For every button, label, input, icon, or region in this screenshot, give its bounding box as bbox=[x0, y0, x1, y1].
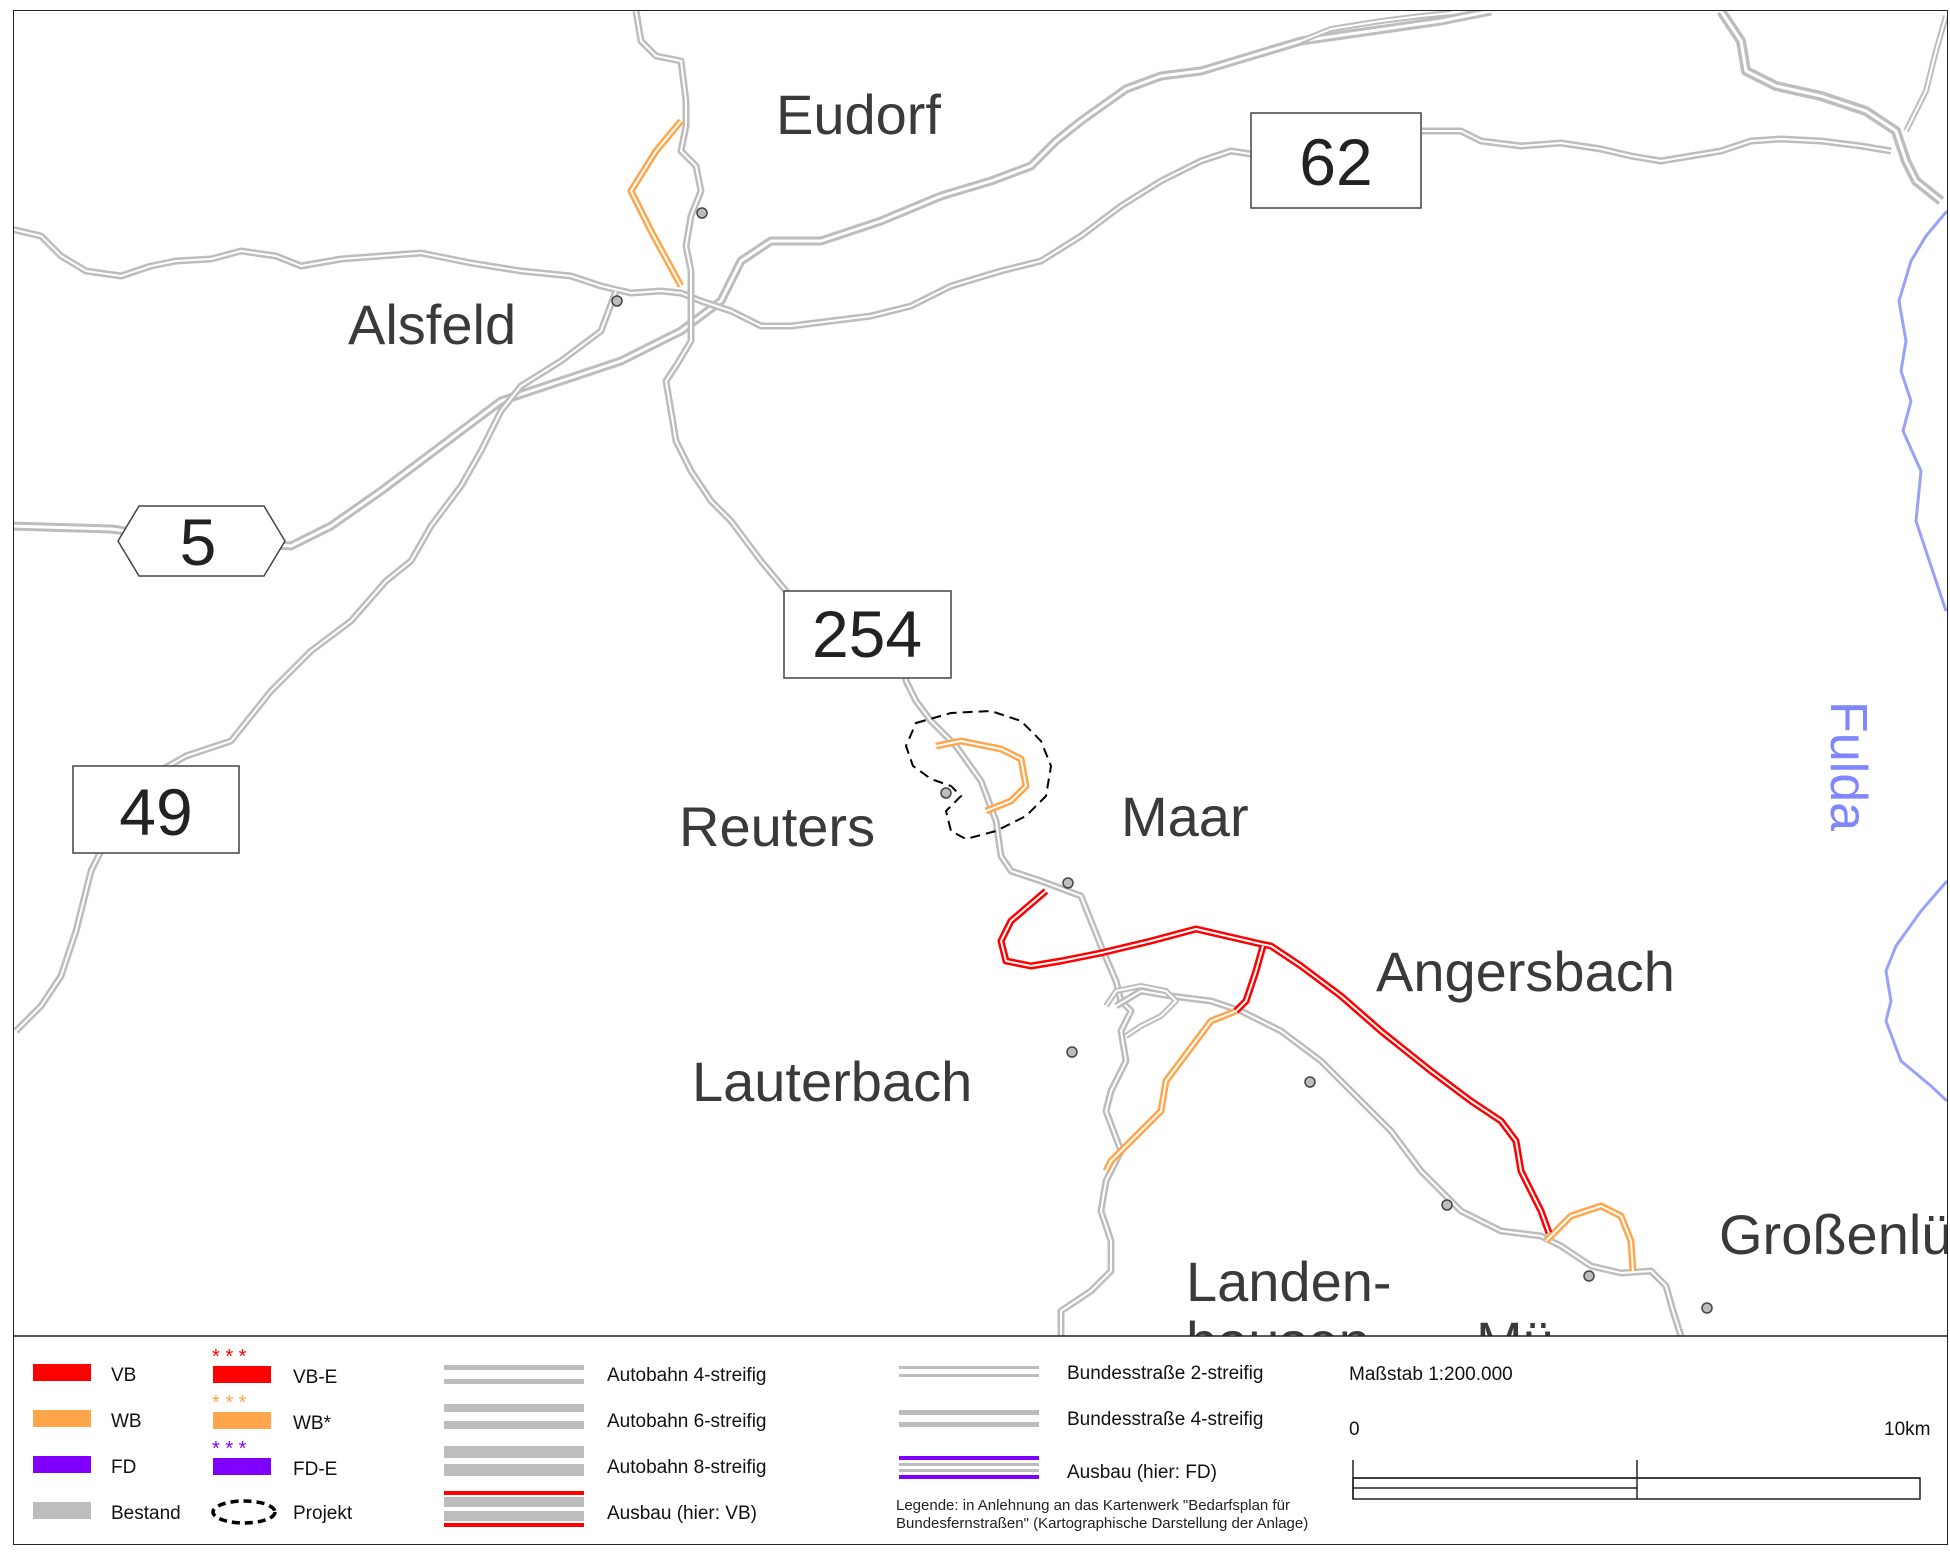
legend-wb-label: WB bbox=[111, 1411, 142, 1432]
legend-fd-swatch bbox=[33, 1456, 91, 1473]
legend-autobahn6-label: Autobahn 6-streifig bbox=[607, 1411, 767, 1432]
legend-projekt-label: Projekt bbox=[293, 1503, 353, 1524]
scale-end-label: 10km bbox=[1884, 1419, 1930, 1440]
place-maar: Maar bbox=[1121, 785, 1249, 848]
shield-b62: 62 bbox=[1250, 112, 1422, 209]
shield-a5-label: 5 bbox=[180, 505, 217, 579]
legend-wbstar-stars: * * * bbox=[212, 1392, 247, 1414]
place-landenhausen-line1: Landen- bbox=[1186, 1250, 1392, 1313]
legend-fde-stars: * * * bbox=[212, 1438, 247, 1460]
legend-vbe-stars: * * * bbox=[212, 1346, 247, 1368]
road-a5 bbox=[14, 11, 1492, 551]
shield-b62-label: 62 bbox=[1299, 125, 1372, 199]
legend-bestand-label: Bestand bbox=[111, 1503, 181, 1524]
legend-note-line2: Bundesfernstraßen" (Kartographische Dars… bbox=[896, 1515, 1308, 1532]
map-frame: 5 62 254 49 Eudorf Alsfeld Reuters Maar … bbox=[13, 10, 1948, 1545]
place-mue: Mü bbox=[1476, 1310, 1554, 1373]
legend-vbe-swatch bbox=[213, 1366, 271, 1383]
legend-bundes4-label: Bundesstraße 4-streifig bbox=[1067, 1409, 1263, 1430]
projekt-outline bbox=[904, 709, 1053, 841]
shield-a49-label: 49 bbox=[119, 775, 192, 849]
place-reuters: Reuters bbox=[679, 795, 875, 858]
shield-b254-label: 254 bbox=[812, 597, 922, 671]
legend-bundes4-symbol bbox=[899, 1410, 1039, 1427]
road-a7 bbox=[1716, 11, 1947, 205]
river-fulda-south bbox=[1884, 880, 1947, 1103]
legend-autobahn6-symbol bbox=[444, 1404, 584, 1429]
legend-fde-label: FD-E bbox=[293, 1459, 337, 1480]
legend-autobahn4-label: Autobahn 4-streifig bbox=[607, 1365, 767, 1386]
river-fulda-label: Fulda bbox=[1819, 701, 1877, 831]
scale-title: Maßstab 1:200.000 bbox=[1349, 1364, 1513, 1385]
legend-bestand-swatch bbox=[33, 1502, 91, 1519]
legend-fd-label: FD bbox=[111, 1457, 136, 1478]
legend-fde-swatch bbox=[213, 1458, 271, 1475]
legend-ausbau-vb-symbol bbox=[444, 1491, 584, 1527]
scale-zero-label: 0 bbox=[1349, 1419, 1360, 1440]
junction-dots bbox=[611, 207, 1713, 1314]
legend-note-line1: Legende: in Anlehnung an das Kartenwerk … bbox=[896, 1497, 1290, 1514]
shield-a5: 5 bbox=[117, 505, 286, 579]
legend: VB WB FD Bestand * * * VB-E * * * WB* * … bbox=[33, 1346, 1930, 1532]
river-fulda bbox=[1897, 210, 1947, 612]
legend-projekt-symbol bbox=[211, 1499, 277, 1525]
legend-autobahn8-label: Autobahn 8-streifig bbox=[607, 1457, 767, 1478]
place-landenhausen-line2: hausen bbox=[1186, 1310, 1370, 1373]
legend-ausbau-vb-label: Ausbau (hier: VB) bbox=[607, 1503, 757, 1524]
legend-vb-swatch bbox=[33, 1364, 91, 1381]
legend-autobahn8-symbol bbox=[444, 1446, 584, 1476]
map-area: 5 62 254 49 Eudorf Alsfeld Reuters Maar … bbox=[14, 11, 1948, 1373]
legend-bundes2-symbol bbox=[899, 1366, 1039, 1377]
wb-projects bbox=[627, 118, 1637, 1272]
bundesstrassen bbox=[14, 11, 1892, 1336]
legend-wbstar-label: WB* bbox=[293, 1413, 332, 1434]
legend-ausbau-fd-symbol bbox=[899, 1456, 1039, 1479]
map-canvas: 5 62 254 49 Eudorf Alsfeld Reuters Maar … bbox=[14, 11, 1948, 1532]
shield-b254: 254 bbox=[783, 590, 952, 679]
place-lauterbach: Lauterbach bbox=[692, 1050, 972, 1113]
legend-wb-swatch bbox=[33, 1410, 91, 1427]
place-eudorf: Eudorf bbox=[776, 83, 941, 146]
vb-projects bbox=[997, 888, 1553, 1235]
legend-vbe-label: VB-E bbox=[293, 1367, 337, 1388]
place-alsfeld: Alsfeld bbox=[348, 293, 516, 356]
legend-autobahn4-symbol bbox=[444, 1365, 584, 1384]
legend-vb-label: VB bbox=[111, 1365, 136, 1386]
legend-wbstar-swatch bbox=[213, 1412, 271, 1429]
legend-ausbau-fd-label: Ausbau (hier: FD) bbox=[1067, 1462, 1217, 1483]
legend-bundes2-label: Bundesstraße 2-streifig bbox=[1067, 1363, 1263, 1384]
place-grossenlueder: Großenlü bbox=[1719, 1203, 1948, 1266]
shield-a49: 49 bbox=[72, 765, 240, 854]
place-angersbach: Angersbach bbox=[1376, 940, 1675, 1003]
scale-bar bbox=[1352, 1460, 1921, 1500]
